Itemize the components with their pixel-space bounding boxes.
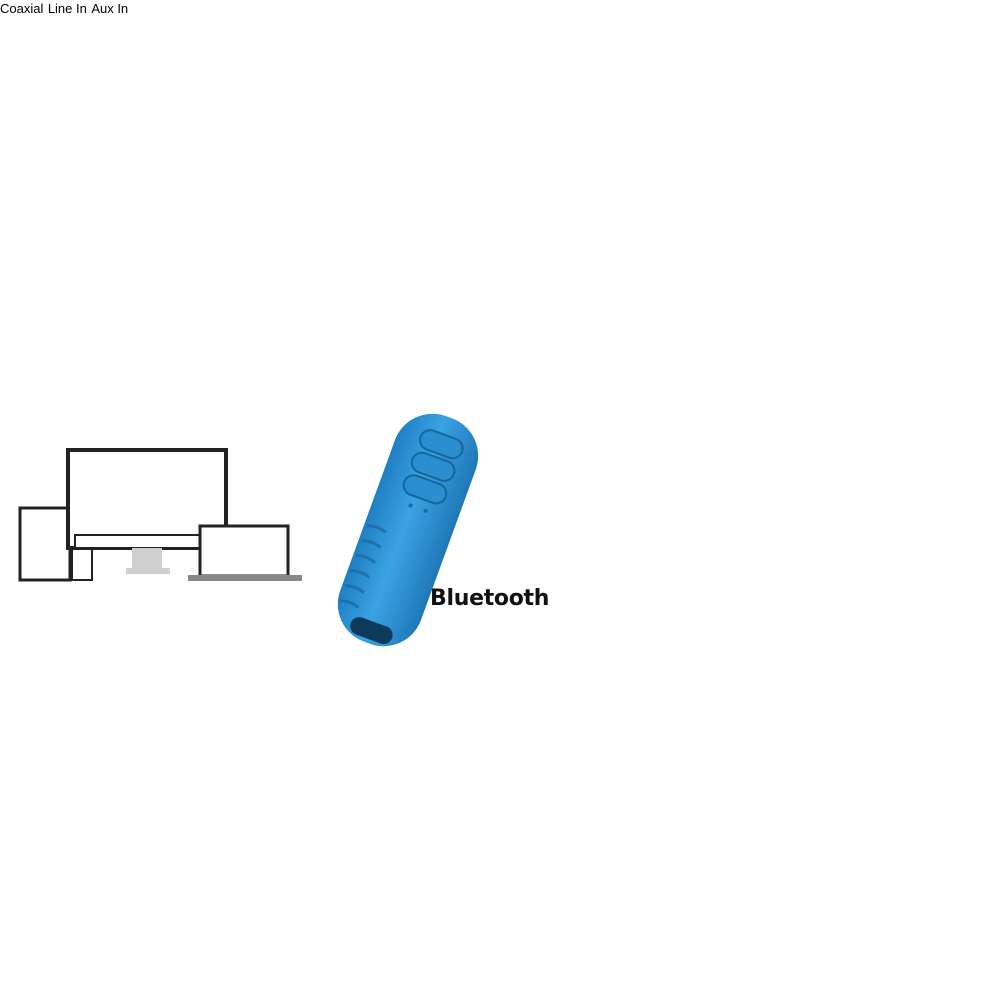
bluetooth-label: Bluetooth bbox=[430, 586, 550, 611]
coaxial-label: Coaxial bbox=[0, 1, 44, 16]
tablet-icon bbox=[18, 506, 93, 582]
receiver-panel: Coaxial Line In Aux In bbox=[0, 0, 128, 17]
bluetooth-receiver-icon bbox=[337, 413, 479, 647]
aux-in-label: Aux In bbox=[91, 1, 129, 16]
laptop-icon bbox=[188, 524, 302, 581]
line-in-label: Line In bbox=[47, 1, 87, 16]
